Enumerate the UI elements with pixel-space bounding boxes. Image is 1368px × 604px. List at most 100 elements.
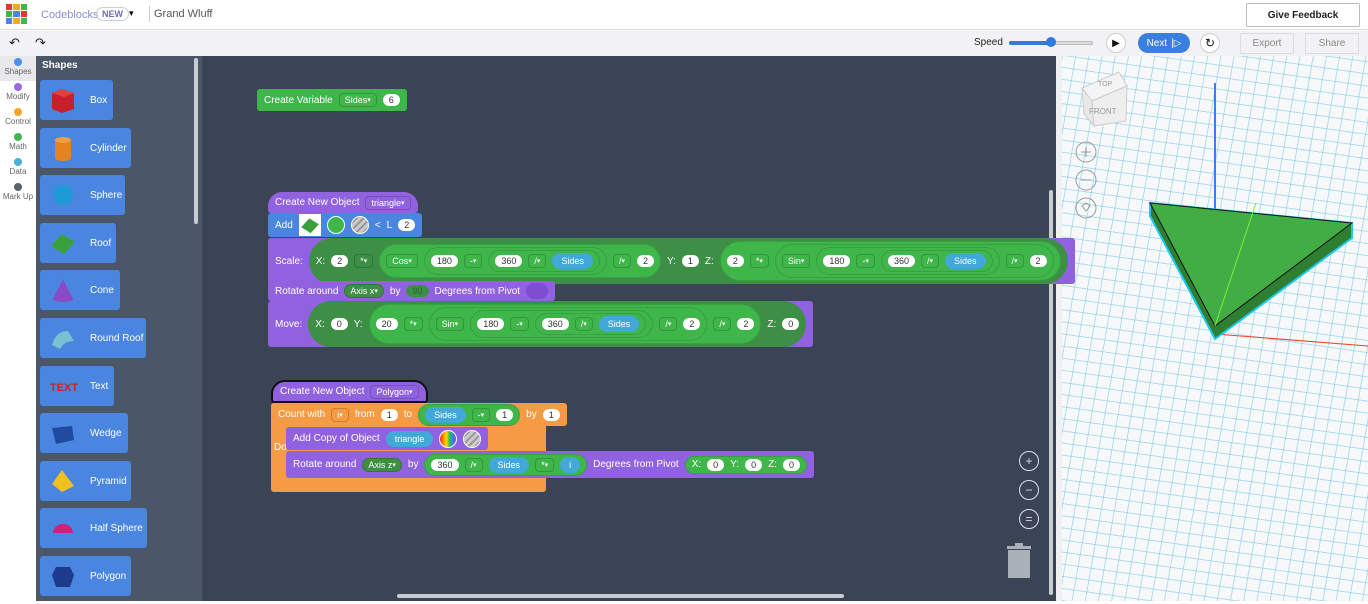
shape-block-box[interactable]: Box [40, 80, 113, 120]
share-button[interactable]: Share [1305, 33, 1359, 54]
dropdown[interactable]: / [574, 317, 593, 331]
shape-block-roof[interactable]: Roof [40, 223, 116, 263]
category-control[interactable]: Control [0, 106, 36, 131]
category-mark-up[interactable]: Mark Up [0, 181, 36, 206]
axis-dropdown[interactable]: Axis x [344, 284, 384, 298]
dropdown[interactable]: triangle [365, 195, 411, 210]
number-input[interactable]: 360 [541, 318, 569, 330]
create-variable-block[interactable]: Create VariableSides6 [257, 89, 407, 111]
math-expression[interactable]: Sides-1 [418, 403, 521, 426]
number-input[interactable]: 1 [380, 408, 398, 421]
number-input[interactable]: 0 [782, 318, 800, 330]
math-expression[interactable]: 20*Sin180-360/Sides/2/2 [368, 304, 762, 344]
shape-thumbnail[interactable] [298, 214, 321, 236]
view-zoom-in-icon[interactable] [1075, 141, 1097, 163]
play-button[interactable]: ▶ [1106, 33, 1126, 53]
app-name[interactable]: Codeblocks [41, 9, 99, 21]
dropdown[interactable]: / [1005, 254, 1024, 268]
variable-reporter[interactable]: Sides [425, 406, 466, 423]
number-input[interactable]: 2 [636, 255, 654, 267]
export-button[interactable]: Export [1240, 33, 1294, 54]
color-picker[interactable] [439, 429, 458, 448]
next-button[interactable]: Next|▷ [1138, 33, 1190, 53]
hole-toggle-icon[interactable] [463, 429, 482, 448]
shape-block-cone[interactable]: Cone [40, 270, 120, 310]
dropdown[interactable]: * [354, 254, 374, 268]
tinkercad-logo[interactable] [6, 4, 27, 24]
speed-slider-handle[interactable] [1046, 37, 1056, 47]
number-input[interactable]: 0 [745, 458, 763, 471]
number-input[interactable]: 2 [683, 318, 701, 330]
triangle-object-top[interactable] [1149, 202, 1354, 327]
shape-block-round-roof[interactable]: Round Roof [40, 318, 146, 358]
empty-pivot-slot[interactable] [526, 283, 549, 299]
number-input[interactable]: 360 [495, 255, 523, 267]
math-expression[interactable]: 360/Sides*i [424, 453, 588, 476]
shape-block-sphere[interactable]: Sphere [40, 175, 125, 215]
number-input[interactable]: 2 [331, 255, 349, 267]
variable-reporter[interactable]: Sides [945, 253, 986, 269]
number-input[interactable]: 20 [375, 318, 398, 330]
dropdown[interactable]: / [464, 457, 483, 472]
view-zoom-out-icon[interactable] [1075, 169, 1097, 191]
shape-block-cylinder[interactable]: Cylinder [40, 128, 131, 168]
number-input[interactable]: 2 [398, 219, 416, 231]
number-input[interactable]: 2 [1029, 255, 1047, 267]
variable-reporter[interactable]: Sides [598, 316, 640, 332]
dropdown[interactable]: * [749, 254, 769, 268]
dropdown[interactable]: * [535, 457, 555, 472]
dropdown[interactable]: / [659, 317, 678, 331]
number-input[interactable]: 2 [726, 255, 744, 267]
dropdown[interactable]: Sin [781, 254, 811, 268]
math-expression[interactable]: Cos180-360/Sides/2 [379, 244, 661, 278]
dropdown[interactable]: / [920, 254, 939, 268]
number-input[interactable]: 6 [382, 94, 400, 106]
scale-block[interactable]: Scale:X:2*Cos180-360/Sides/2Y:1Z:2*Sin18… [268, 238, 1075, 284]
shape-block-polygon[interactable]: Polygon [40, 556, 131, 596]
reset-zoom-button[interactable]: = [1019, 509, 1039, 529]
dropdown[interactable]: - [856, 254, 875, 268]
dropdown[interactable]: Sides [338, 93, 377, 107]
number-input[interactable]: 0 [782, 458, 800, 471]
category-shapes[interactable]: Shapes [0, 56, 36, 81]
dropdown[interactable]: / [612, 254, 631, 268]
variable-reporter[interactable]: i [560, 456, 581, 473]
dropdown[interactable]: i [331, 407, 349, 422]
shape-block-wedge[interactable]: Wedge [40, 413, 128, 453]
math-expression[interactable]: X:0Y:20*Sin180-360/Sides/2/2Z:0 [308, 301, 807, 347]
move-block[interactable]: Move:X:0Y:20*Sin180-360/Sides/2/2Z:0 [268, 301, 814, 347]
dropdown[interactable]: - [471, 407, 491, 422]
number-input[interactable]: 360 [431, 458, 459, 471]
math-expression[interactable]: X:2*Cos180-360/Sides/2Y:1Z:2*Sin180-360/… [308, 238, 1068, 284]
dropdown[interactable]: Sin [435, 317, 465, 331]
variable-reporter[interactable]: triangle [385, 430, 434, 447]
viewcube[interactable]: TOP FRONT [1081, 71, 1128, 128]
reset-button[interactable]: ↻ [1200, 33, 1220, 53]
hole-toggle-icon[interactable] [350, 216, 369, 234]
redo-icon[interactable]: ↷ [35, 35, 46, 50]
math-expression[interactable]: 360/Sides [488, 250, 600, 272]
math-expression[interactable]: 360 / Sides [534, 313, 647, 335]
number-input[interactable]: 180 [430, 255, 458, 267]
dropdown[interactable]: / [713, 317, 732, 331]
dropdown[interactable]: Polygon [370, 384, 419, 399]
dropdown[interactable]: - [463, 254, 483, 268]
number-input[interactable]: 180 [477, 318, 505, 330]
category-math[interactable]: Math [0, 131, 36, 156]
undo-icon[interactable]: ↶ [9, 35, 20, 50]
degrees-input[interactable]: 90 [406, 285, 429, 297]
dropdown[interactable]: / [528, 254, 547, 268]
flyout-scrollbar[interactable] [194, 58, 198, 224]
number-input[interactable]: 0 [330, 318, 348, 330]
math-expression[interactable]: 180-360/Sides [423, 247, 607, 275]
give-feedback-button[interactable]: Give Feedback [1246, 3, 1360, 27]
workspace-horizontal-scrollbar[interactable] [397, 594, 844, 598]
dropdown[interactable]: Cos [386, 254, 418, 268]
